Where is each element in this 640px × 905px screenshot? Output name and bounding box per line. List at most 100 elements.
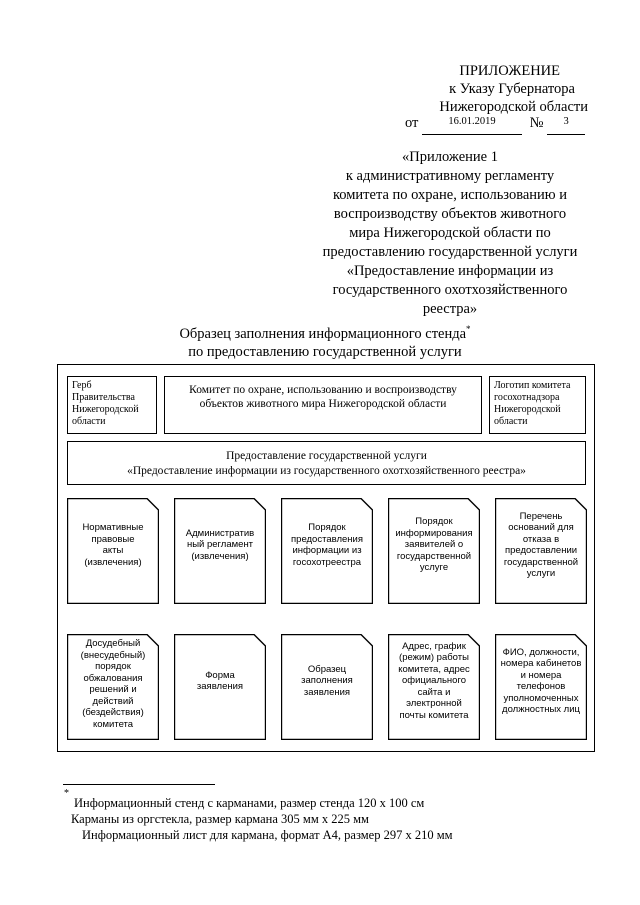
pocket-label-line: заявления [303,686,351,698]
pocket-outline [388,498,480,604]
pocket-outline [281,634,373,740]
pocket-label-line: заявителей о [404,539,464,551]
appendix-line: «Приложение 1 [402,149,498,165]
decree-date: 16.01.2019 [422,114,523,135]
coat-of-arms-label: Правительства [72,392,135,403]
pocket-outline [495,498,587,604]
logo-label: Логотип комитета [494,380,571,391]
pocket-label-line: комитета, адрес [398,663,470,675]
decree-number-value: 3 [563,116,569,127]
appendix-line: воспроизводству объектов животного [333,206,567,222]
pocket-label-line: информирования [395,527,473,539]
pocket-label-line: услуге [419,562,449,574]
appendix-line: к административному регламенту [345,168,555,184]
pocket-label-line: Образец [307,663,347,675]
pocket-label-line: правовые [91,533,135,545]
pocket-label-line: и номера [520,669,562,681]
pocket-label-line: действий [92,695,134,707]
coat-of-arms-label: области [72,416,106,427]
pocket-label-line: (извлечения) [84,556,142,568]
committee-name-line: Комитет по охране, использованию и воспр… [189,384,457,396]
pocket-label-line: обжалования [83,672,143,684]
pocket-label-line: почты комитета [399,709,469,721]
service-name-line: Предоставление государственной услуги [226,450,427,462]
pocket-label-line: Перечень [519,510,563,522]
decree-date-value: 16.01.2019 [448,116,496,127]
pocket-label-line: уполномоченных [503,692,579,704]
pocket-label-line: Нормативные [82,522,144,533]
pocket-label-line: официального [402,675,466,687]
decree-number: 3 [547,114,586,135]
pocket-label-line: порядок [95,661,131,672]
pocket-label-line: комитета [92,718,134,730]
pocket-label-line: электронной [406,698,462,710]
footnote-line: Карманы из оргстекла, размер кармана 305… [71,812,369,826]
pocket-label-line: предоставлении [504,545,578,556]
pocket-label-line: решений и [89,684,137,695]
appendix-title: ПРИЛОЖЕНИЕ [459,63,560,79]
footnote-line: Информационный стенд с карманами, размер… [74,796,425,810]
pocket-label-line: (режим) работы [399,652,469,664]
pocket-outline [174,498,266,604]
pocket-label-line: предоставления [291,533,363,545]
appendix-line: комитета по охране, использованию и [332,187,568,203]
coat-of-arms-label: Нижегородской [72,404,139,415]
appendix-line: государственного охотхозяйственного [332,282,568,298]
number-label: № [529,115,544,131]
pocket-label-line: государственной [396,550,472,562]
pocket-label-line: заполнения [301,675,353,687]
stand-title-line: Образец заполнения информационного стенд… [179,325,467,342]
pocket-label-line: Порядок [415,516,453,528]
footnote-line: Информационный лист для кармана, формат … [82,828,453,842]
logo-label: области [494,416,528,427]
footnote-mark: * [466,324,471,334]
service-name-line: «Предоставление информации из государств… [127,465,526,477]
pocket-outline [388,634,480,740]
pocket-outline [281,498,373,604]
pocket-label-line: оснований для [508,522,574,533]
pocket-label-line: госохотреестра [292,556,362,568]
pocket-label-line: (бездействия) [82,707,144,718]
appendix-line: мира Нижегородской области по [349,225,551,241]
footnote-rule [63,784,215,785]
pocket-label-line: информации из [292,545,362,556]
appendix-line: предоставлению государственной услуги [322,244,578,260]
region-ref: Нижегородской области [439,99,588,115]
pocket-label-line: Порядок [308,522,346,533]
pocket-label-line: ный регламент [186,539,254,551]
appendix-line: реестра» [422,301,478,317]
pocket-label-line: государственной [503,556,579,568]
pocket-outline [67,634,159,740]
appendix-line: «Предоставление информации из [346,263,554,279]
from-label: от [405,115,419,131]
appendix-reference-block: «Приложение 1 к административному реглам… [300,148,600,319]
stand-title-line: по предоставлению государственной услуги [188,343,462,360]
pocket-label-line: сайта и [417,686,451,698]
pocket-label-line: телефонов [516,681,566,692]
pocket-label-line: акты [102,545,124,556]
pocket-label-line: (извлечения) [191,550,249,562]
pocket-label-line: Досудебный [85,638,141,649]
committee-name-line: объектов животного мира Нижегородской об… [199,398,447,410]
pocket-label-line: заявления [196,681,244,692]
pocket-label-line: Административ [185,527,255,539]
